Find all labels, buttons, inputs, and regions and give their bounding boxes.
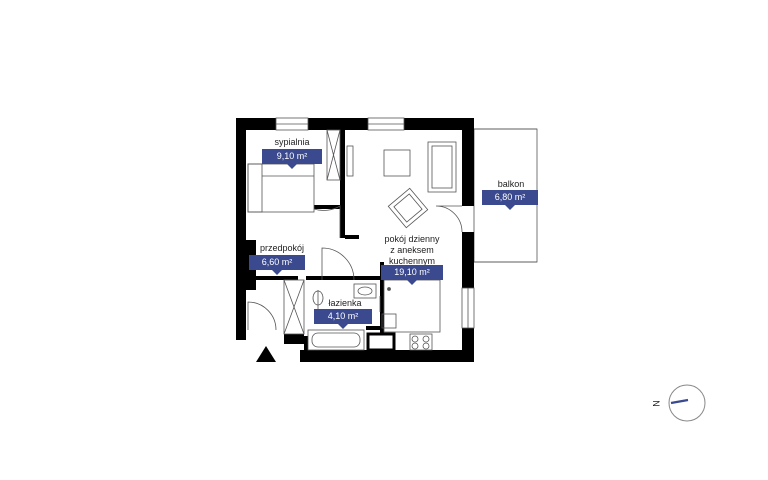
entrance-arrow-icon xyxy=(256,346,276,362)
lazienka-area-badge: 4,10 m² xyxy=(314,309,372,329)
outer-walls xyxy=(236,118,474,362)
przedpokoj-area-badge: 6,60 m² xyxy=(249,255,305,275)
kitchen xyxy=(366,279,441,352)
doors xyxy=(247,205,463,331)
sypialnia-label: sypialnia xyxy=(274,137,310,147)
sypialnia-area-badge: 9,10 m² xyxy=(262,149,322,169)
pokoj-dzienny-label: pokój dzienny z aneksem kuchennym xyxy=(384,234,440,266)
wardrobes xyxy=(283,129,354,335)
pokoj-dzienny-area-badge: 19,10 m² xyxy=(381,265,443,285)
living-furniture xyxy=(383,141,457,229)
balkon-label: balkon xyxy=(497,179,525,189)
compass xyxy=(668,384,706,422)
przedpokoj-label: przedpokój xyxy=(259,243,305,253)
windows xyxy=(275,117,475,329)
compass-north-label: N xyxy=(651,400,662,407)
bed xyxy=(247,163,315,213)
bathroom-fixtures xyxy=(307,283,397,351)
inner-walls xyxy=(246,130,384,350)
lazienka-label: łazienka xyxy=(328,298,362,308)
balkon-area-badge: 6,80 m² xyxy=(482,190,538,210)
